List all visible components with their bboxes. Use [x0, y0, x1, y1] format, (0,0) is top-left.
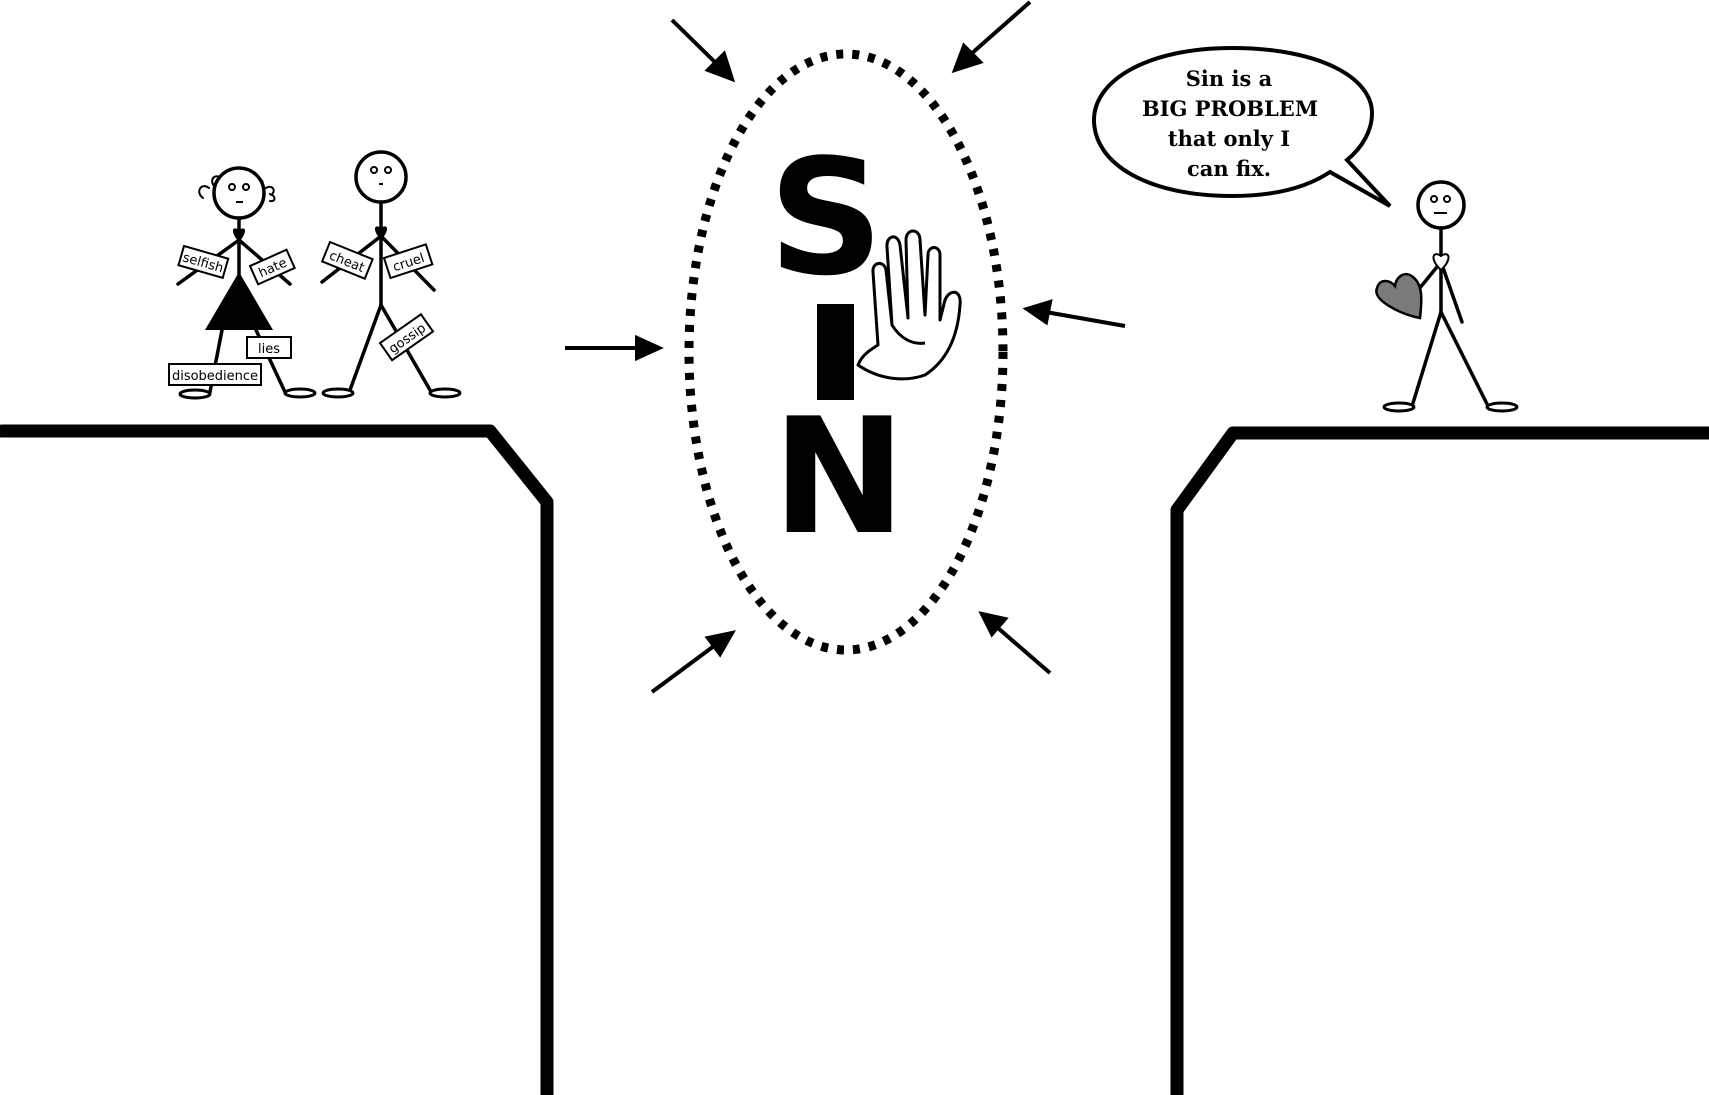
speaker-stick-figure: [1376, 182, 1517, 411]
tag-gossip: gossip: [380, 314, 433, 360]
right-cliff: [1177, 433, 1709, 1095]
tag-disobedience: disobedience: [169, 364, 261, 385]
speech-line-2: BIG PROBLEM: [1142, 96, 1318, 121]
svg-text:disobedience: disobedience: [172, 369, 258, 384]
tag-selfish: selfish: [178, 246, 228, 278]
heart-icon: [1376, 274, 1421, 318]
girl-stick-figure: selfish hate lies disobedience: [169, 168, 315, 398]
sin-letter-s: S: [768, 124, 883, 311]
tag-lies: lies: [247, 337, 291, 358]
speech-line-1: Sin is a: [1186, 66, 1273, 91]
sin-letter-n: N: [772, 383, 906, 570]
left-cliff: [2, 431, 547, 1095]
speech-line-3: that only I: [1168, 126, 1290, 151]
tag-cruel: cruel: [384, 244, 432, 278]
boy-stick-figure: cheat cruel gossip: [322, 152, 460, 397]
svg-text:lies: lies: [258, 342, 280, 357]
speech-line-4: can fix.: [1187, 156, 1271, 181]
